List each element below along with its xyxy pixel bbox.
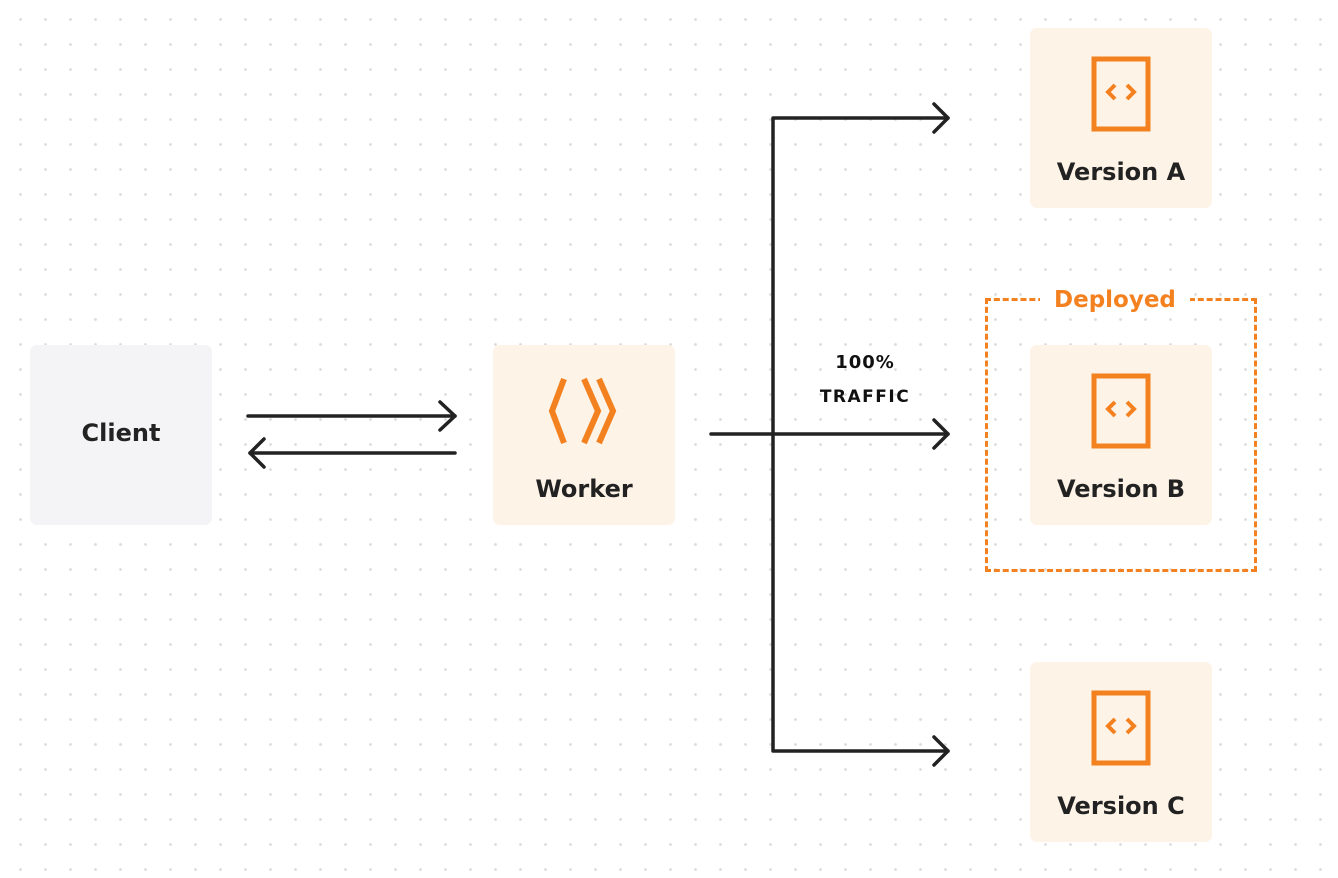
version-b-node[interactable]: Version B xyxy=(1030,345,1212,525)
version-a-node[interactable]: Version A xyxy=(1030,28,1212,208)
version-c-label: Version C xyxy=(1057,792,1185,820)
request-arrowhead xyxy=(438,400,457,432)
code-file-icon xyxy=(1091,373,1151,449)
version-b-label: Version B xyxy=(1056,475,1186,503)
version-branch-line xyxy=(771,116,950,753)
cloudflare-workers-logo-icon xyxy=(548,377,617,445)
traffic-percent: 100% xyxy=(835,352,895,373)
version-c-node[interactable]: Version C xyxy=(1030,662,1212,842)
traffic-arrowhead xyxy=(932,418,950,450)
worker-label: Worker xyxy=(535,475,633,503)
version-a-label: Version A xyxy=(1056,158,1186,186)
code-file-icon xyxy=(1091,690,1151,766)
worker-node[interactable]: Worker xyxy=(493,345,675,525)
version-a-arrowhead xyxy=(932,102,950,134)
code-file-icon xyxy=(1091,56,1151,132)
traffic-label: TRAFFIC xyxy=(819,387,911,407)
version-c-arrowhead xyxy=(932,735,950,767)
client-label: Client xyxy=(81,419,161,447)
client-node[interactable]: Client xyxy=(30,345,212,525)
deployed-label: Deployed xyxy=(1040,284,1190,316)
response-arrowhead xyxy=(248,437,266,469)
